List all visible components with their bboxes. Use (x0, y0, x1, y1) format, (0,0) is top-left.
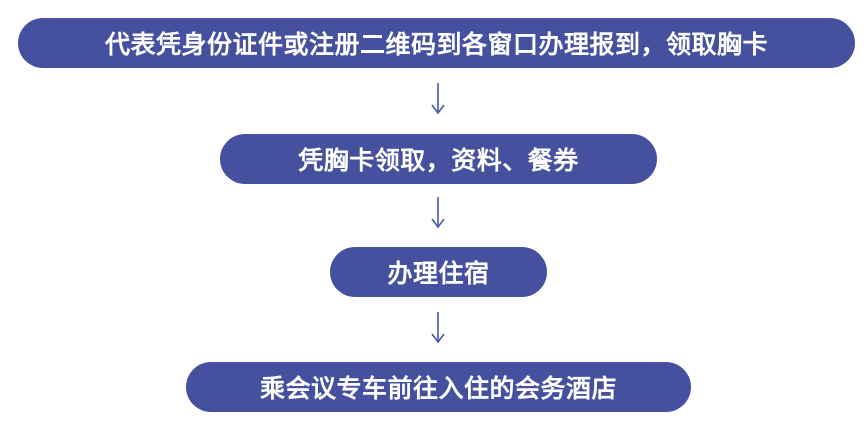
flow-step-1: 代表凭身份证件或注册二维码到各窗口办理报到，领取胸卡 (18, 18, 855, 68)
flow-step-3-label: 办理住宿 (387, 259, 490, 288)
flow-step-2: 凭胸卡领取，资料、餐券 (220, 134, 657, 184)
down-arrow-icon (431, 312, 445, 344)
flow-step-3: 办理住宿 (330, 247, 547, 297)
down-arrow-icon (431, 83, 445, 115)
flow-step-2-label: 凭胸卡领取，资料、餐券 (298, 146, 579, 175)
flow-step-4-label: 乘会议专车前往入住的会务酒店 (259, 374, 617, 403)
down-arrow-icon (431, 197, 445, 229)
flow-step-4: 乘会议专车前往入住的会务酒店 (186, 362, 691, 412)
flow-step-1-label: 代表凭身份证件或注册二维码到各窗口办理报到，领取胸卡 (104, 30, 768, 59)
